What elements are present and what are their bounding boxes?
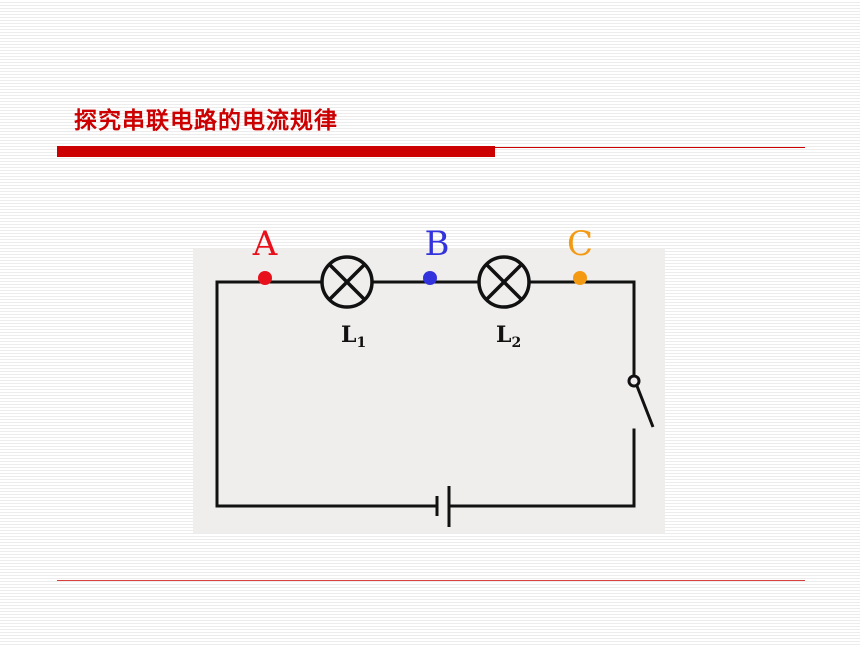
circuit-diagram-panel [193, 249, 665, 533]
lamp-l2-label: L2 [496, 322, 521, 351]
title-underline-bar [57, 146, 495, 157]
lamp-l1-sub: 1 [356, 335, 366, 351]
point-a-label: A [252, 224, 278, 264]
point-c-dot [573, 271, 587, 285]
lamp-l2-base: L [496, 322, 511, 348]
point-b-dot [423, 271, 437, 285]
slide-title: 探究串联电路的电流规律 [74, 108, 338, 134]
title-underline-rule [495, 147, 805, 148]
point-b-label: B [425, 224, 450, 264]
point-c-label: C [567, 224, 593, 264]
lamp-l1-base: L [341, 322, 356, 348]
circuit-wires [215, 280, 636, 508]
switch-icon [627, 374, 655, 428]
lamp-l2-sub: 2 [511, 335, 521, 351]
footer-divider [57, 580, 805, 581]
point-a-dot [258, 271, 272, 285]
lamp-l2-icon [477, 255, 531, 309]
lamp-l1-label: L1 [341, 322, 366, 351]
lamp-l1-icon [320, 255, 374, 309]
battery-icon [435, 486, 451, 527]
